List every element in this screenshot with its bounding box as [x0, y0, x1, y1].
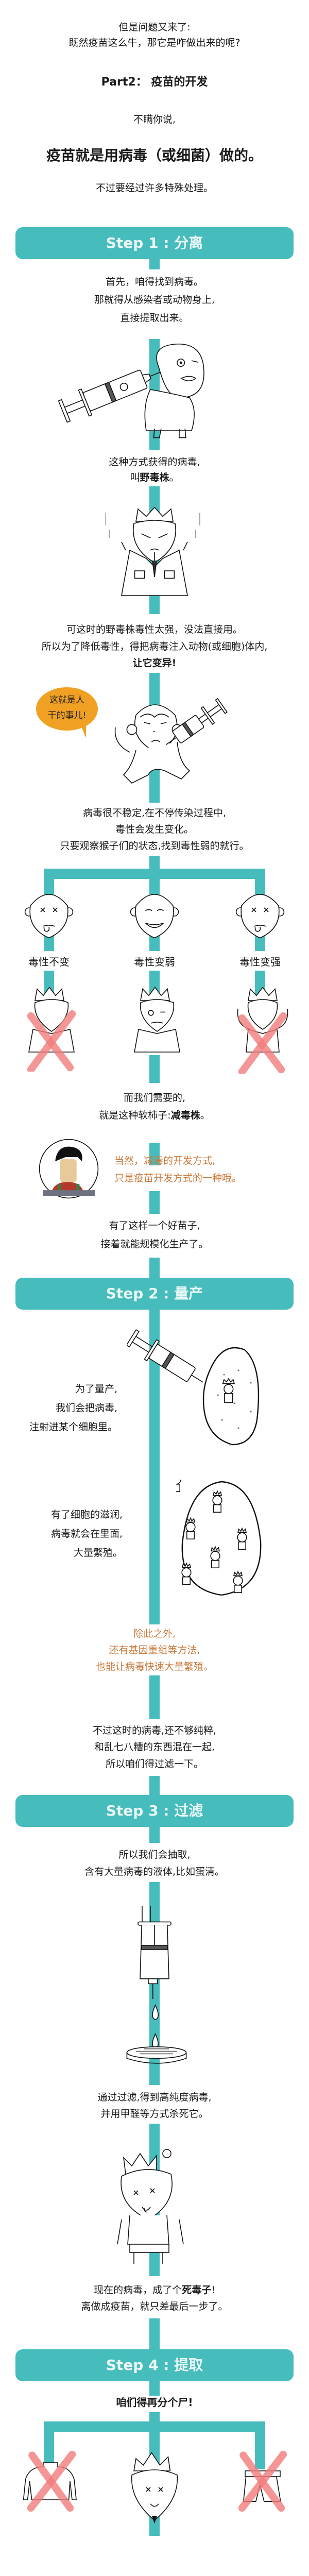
text: 。 [169, 472, 179, 483]
cross-mark-icon [27, 1010, 76, 1072]
cross-mark-icon [238, 2450, 287, 2512]
timeline-connector [149, 1143, 160, 1165]
aside-text: 只是疫苗开发方式的一种哦。 [114, 1173, 242, 1184]
branch-label-strengthened: 毒性变强 [239, 956, 281, 968]
step3-banner: Step 3 : 过滤 [15, 1795, 294, 1827]
headline: 疫苗就是用病毒（或细菌）做的。 [46, 147, 263, 164]
author-avatar [39, 1139, 99, 1199]
step2-grow-text: 有了细胞的滋润, 病毒就会在里面, 大量繁殖。 [51, 1505, 123, 1563]
step1-text: 首先，咱得找到病毒。 [105, 276, 203, 287]
wild-strain-line: 叫野毒株。 [0, 471, 309, 484]
monkey-head-happy-icon [130, 889, 179, 941]
step2-other-text: 除此之外, [133, 1628, 176, 1639]
step1-text: 毒性会发生变化。 [115, 824, 194, 835]
intro-line: 既然疫苗这么牛，那它是咋做出来的呢? [68, 37, 241, 48]
step2-other-text: 还有基因重组等方法, [109, 1645, 200, 1656]
patient-syringe-illustration [56, 342, 212, 441]
step1-banner: Step 1 : 分离 [15, 227, 294, 259]
intro-lead: 不瞒你说, [133, 114, 176, 125]
intro-line: 但是问题又来了: [118, 22, 191, 33]
aside-text: 当然，减毒的开发方式, [114, 1155, 216, 1166]
bubble-text: 干的事儿! [47, 710, 87, 721]
monkey-head-dead-icon [24, 889, 74, 941]
virus-king-head-illustration [128, 2450, 181, 2524]
intro-note: 不过要经过许多特殊处理。 [95, 182, 213, 194]
text: 就是这种软柿子: [99, 1110, 171, 1121]
dead-virus-king-illustration [113, 2145, 196, 2265]
text: 叫 [130, 472, 140, 483]
branch-label-weakened: 毒性变弱 [134, 956, 175, 968]
dead-virus-term: 死毒子 [182, 2284, 212, 2296]
syringe-cell-illustration [127, 1321, 267, 1457]
text: 我们会把病毒, [55, 1402, 117, 1414]
branch-connector [44, 2421, 265, 2432]
branch-connector [255, 2421, 265, 2469]
branch-label-unchanged: 毒性不变 [28, 956, 70, 968]
text: 现在的病毒，成了个 [94, 2284, 182, 2296]
timeline-connector [149, 1675, 160, 1719]
timeline-connector [149, 1055, 160, 1083]
transition-text: 有了这样一个好苗子, [109, 1220, 200, 1231]
timeline-connector [149, 1191, 160, 1214]
text: 病毒就会在里面, [50, 1528, 123, 1539]
step4-split-text: 咱们得再分个尸! [0, 2396, 309, 2409]
virus-king-weakened-illustration [128, 984, 186, 1054]
text: 为了量产, [75, 1383, 117, 1395]
syringe-filter-illustration [124, 1906, 190, 2071]
step1-text: 这种方式获得的病毒, [109, 456, 200, 468]
step2-inject-text: 为了量产, 我们会把病毒, 注射进某个细胞里。 [29, 1380, 117, 1437]
step4-banner: Step 4 : 提取 [15, 2349, 294, 2381]
step1-text: 病毒很不稳定,在不停传染过程中, [82, 807, 227, 819]
text: 有了细胞的滋润, [50, 1509, 123, 1520]
step1-text: 而我们需要的, [123, 1092, 186, 1104]
text: 大量繁殖。 [73, 1547, 123, 1558]
speech-bubble: 这就是人 干的事儿! [36, 687, 98, 739]
text: 注射进某个细胞里。 [29, 1421, 117, 1433]
part-title: Part2： 疫苗的开发 [101, 76, 208, 89]
monkey-head-dead-icon [235, 889, 285, 941]
text: 。 [200, 1110, 210, 1121]
transition-text: 接着就能规模化生产了。 [100, 1239, 209, 1250]
monkey-injection-illustration [107, 690, 255, 789]
step1-text: 那就得从感染者或动物身上, [94, 294, 215, 306]
mutate-emphasis: 让它变异! [132, 657, 177, 669]
cross-mark-icon [27, 2450, 76, 2512]
wild-strain-term: 野毒株 [140, 472, 169, 483]
cross-mark-icon [238, 1012, 287, 1074]
step2-impure-text: 所以咱们得过滤一下。 [105, 1758, 203, 1770]
branch-connector [44, 2421, 54, 2471]
step1-text: 只要观察猴子们的状态,找到毒性弱的就行。 [60, 840, 249, 852]
cell-with-viruses-illustration [176, 1480, 267, 1599]
attenuated-strain-line: 就是这种软柿子:减毒株。 [0, 1109, 309, 1122]
virus-king-unchanged-illustration [23, 984, 80, 1054]
step3-text: 通过过滤,得到高纯度病毒, [97, 2092, 212, 2103]
aside-note: 当然，减毒的开发方式, 只是疫苗开发方式的一种哦。 [114, 1152, 242, 1187]
step3-text: 所以我们会抽取, [118, 1849, 191, 1860]
text: ! [211, 2284, 215, 2296]
step2-impure-text: 不过这时的病毒,还不够纯粹, [92, 1725, 217, 1736]
step3-text: 含有大量病毒的液体,比如蛋清。 [84, 1866, 225, 1877]
step3-text: 离做成疫苗，就只差最后一步了。 [81, 2301, 228, 2312]
branch-connector [44, 869, 265, 879]
attenuated-strain-term: 减毒株 [170, 1110, 200, 1121]
step2-impure-text: 和乱七八糟的东西混在一起, [94, 1741, 215, 1753]
step1-text: 直接提取出来。 [120, 312, 189, 324]
dead-virus-line: 现在的病毒，成了个死毒子! [0, 2283, 309, 2297]
step2-banner: Step 2 : 量产 [15, 1278, 294, 1310]
step1-text: 可这时的野毒株毒性太强，没法直接用。 [66, 624, 243, 635]
bubble-text: 这就是人 [49, 695, 84, 705]
step2-other-text: 也能让病毒快速大量繁殖。 [95, 1661, 213, 1672]
virus-king-angry-illustration [105, 505, 204, 604]
step3-text: 并用甲醛等方式杀死它。 [100, 2108, 209, 2120]
step1-text: 所以为了降低毒性，得把病毒注入动物(或细胞)体内, [41, 641, 268, 652]
timeline-connector [149, 259, 160, 269]
